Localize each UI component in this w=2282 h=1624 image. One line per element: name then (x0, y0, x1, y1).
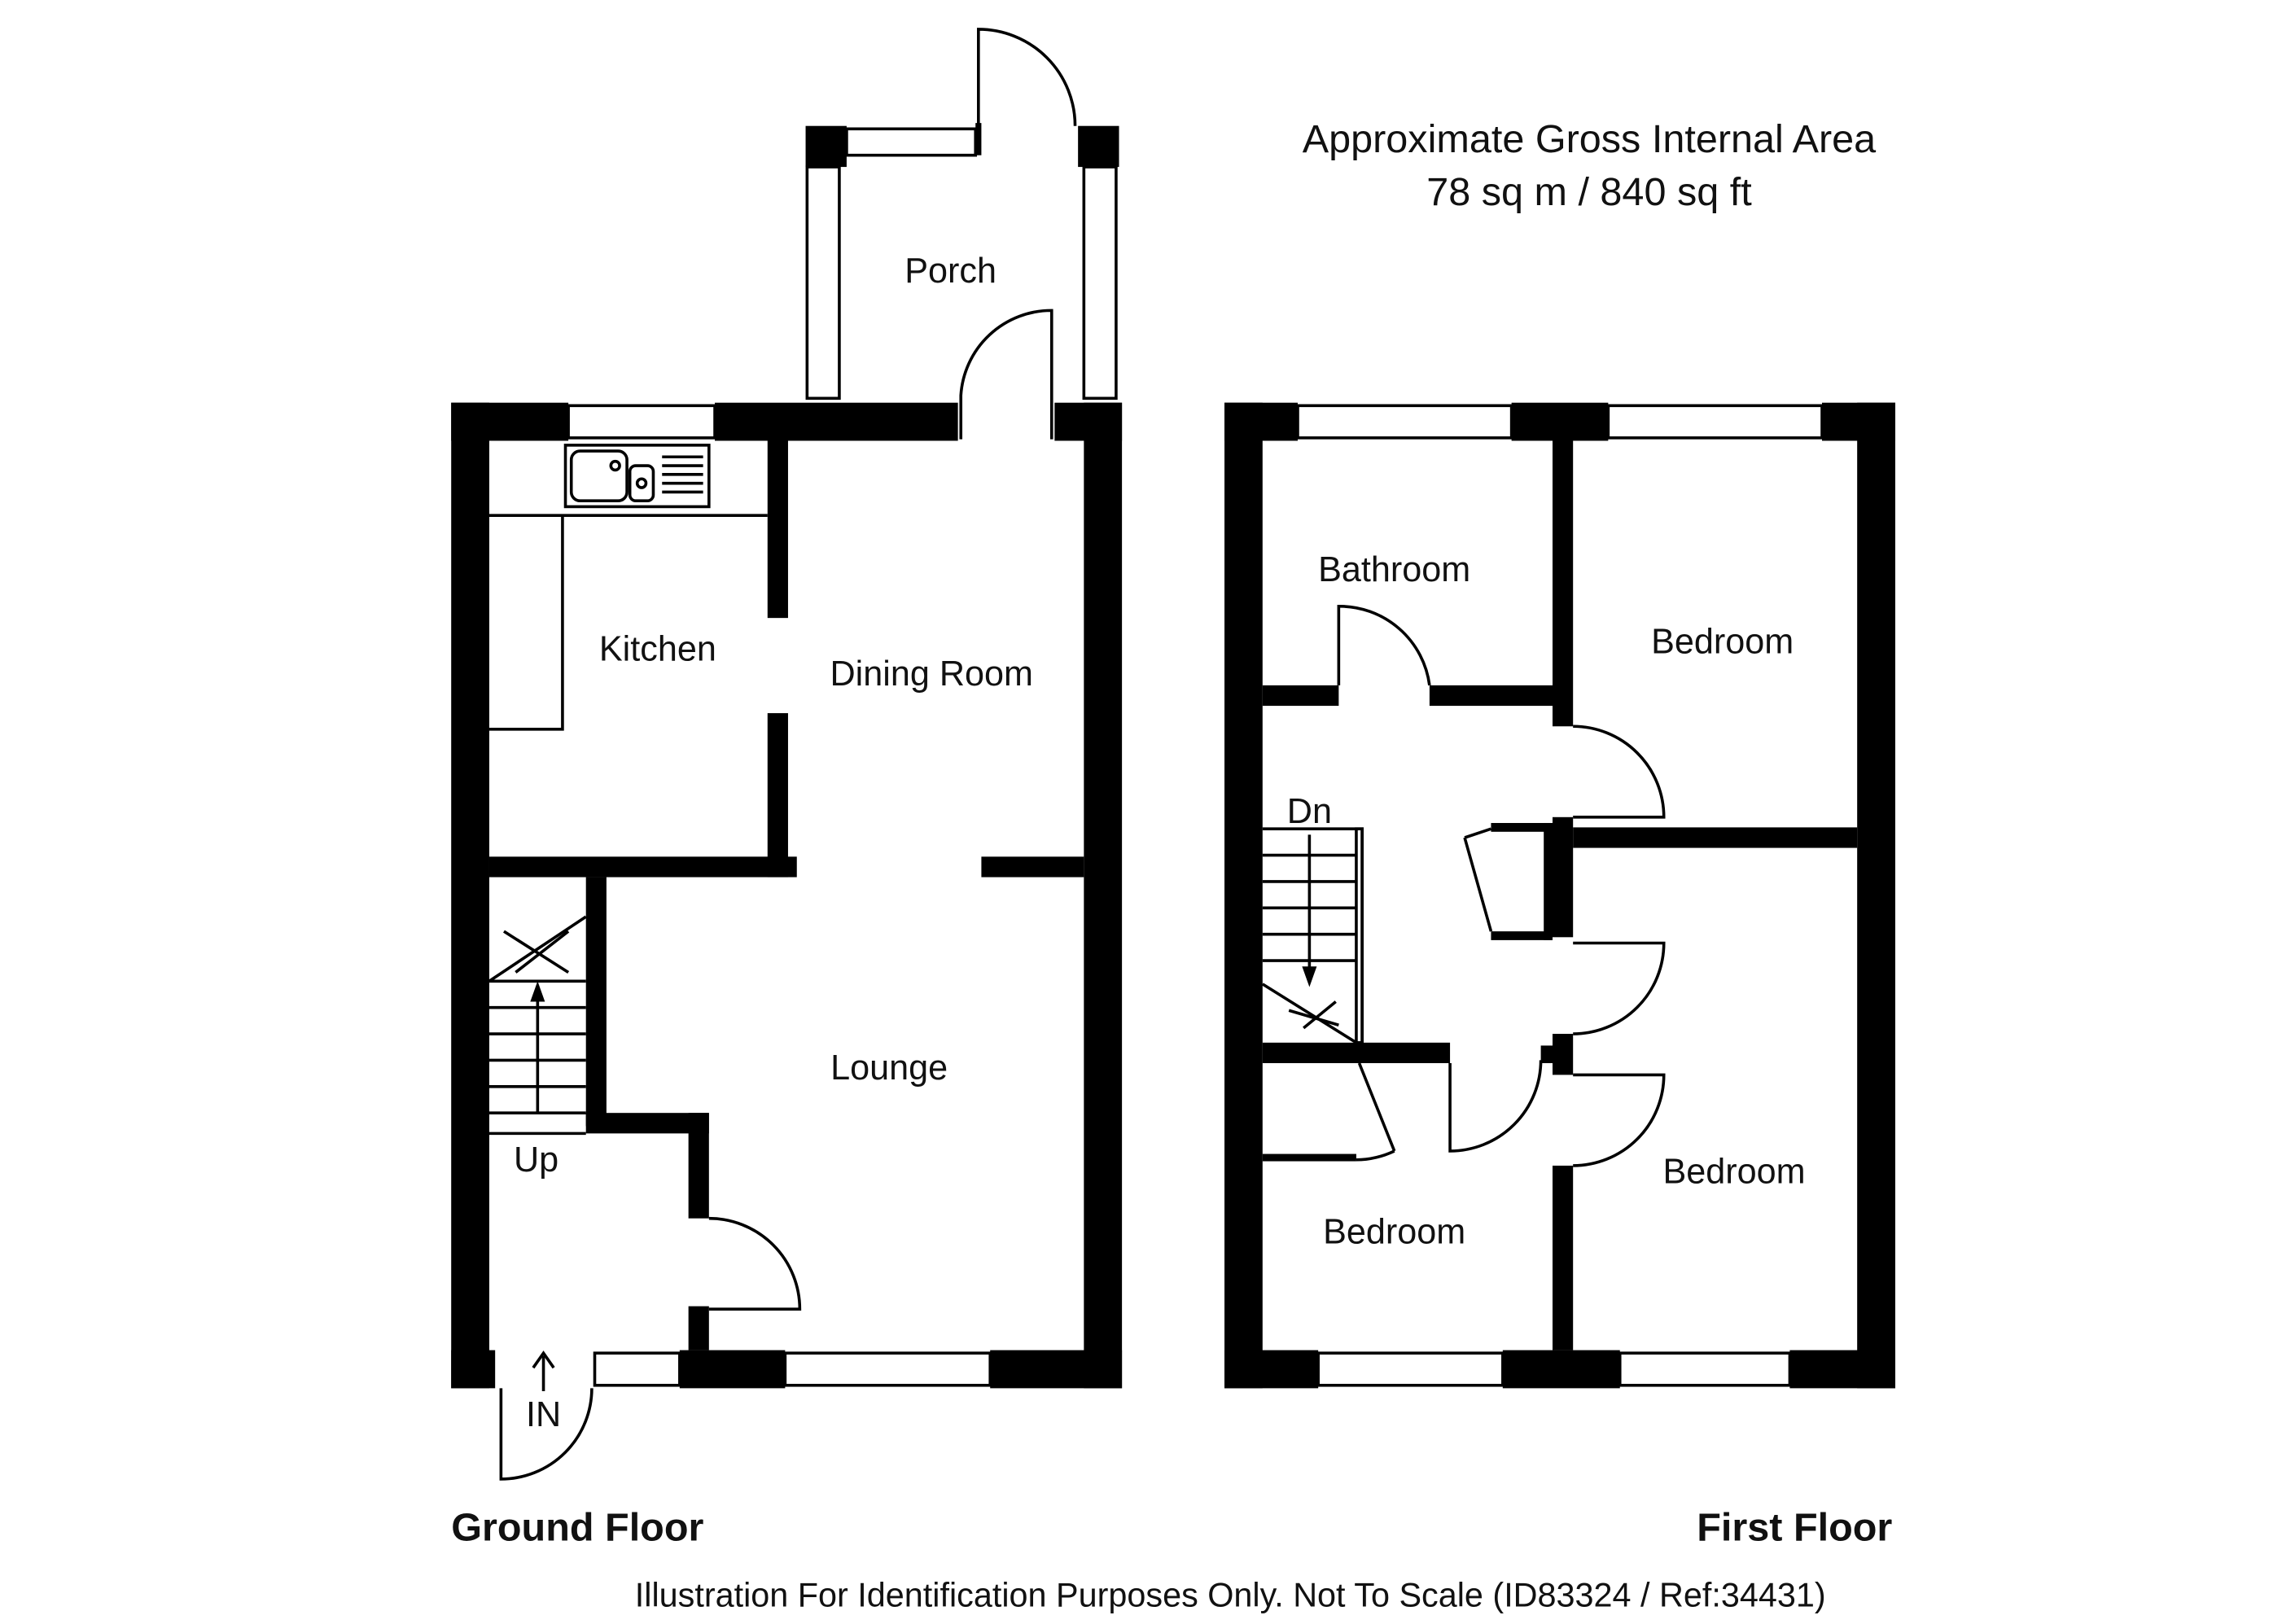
room-label-bedroom-2: Bedroom (1662, 1153, 1805, 1192)
entrance-label: IN (526, 1395, 561, 1434)
area-value: 78 sq m / 840 sq ft (1426, 170, 1752, 214)
disclaimer: Illustration For Identification Purposes… (635, 1576, 1826, 1613)
area-title: Approximate Gross Internal Area (1303, 117, 1877, 161)
ground-outer-walls (451, 309, 1123, 1389)
ground-inner-walls (488, 439, 1084, 1350)
room-label-dining: Dining Room (830, 654, 1033, 694)
stairs-up (488, 915, 587, 1136)
room-label-bedroom-1: Bedroom (1651, 622, 1794, 661)
room-label-bedroom-3: Bedroom (1323, 1212, 1465, 1251)
first-floor-title: First Floor (1697, 1505, 1892, 1549)
ground-floor-title: Ground Floor (451, 1505, 703, 1549)
first-outer-walls (1224, 402, 1895, 1389)
stairs-down (1261, 827, 1364, 1044)
kitchen-counter (488, 444, 768, 731)
stairs-up-label: Up (514, 1140, 558, 1180)
first-floor: Bathroom Bedroom Bedroom Bedroom Dn Firs… (1224, 402, 1895, 1549)
room-label-kitchen: Kitchen (599, 629, 716, 668)
first-inner-walls (1262, 439, 1858, 1350)
room-label-porch: Porch (904, 252, 996, 291)
ground-floor: Porch Kitchen Dining Room Lounge Up IN G… (451, 28, 1123, 1549)
front-door (499, 1350, 593, 1481)
room-label-lounge: Lounge (830, 1048, 948, 1088)
stairs-down-label: Dn (1287, 792, 1332, 831)
room-label-bathroom: Bathroom (1318, 550, 1470, 589)
porch-walls (805, 28, 1119, 401)
